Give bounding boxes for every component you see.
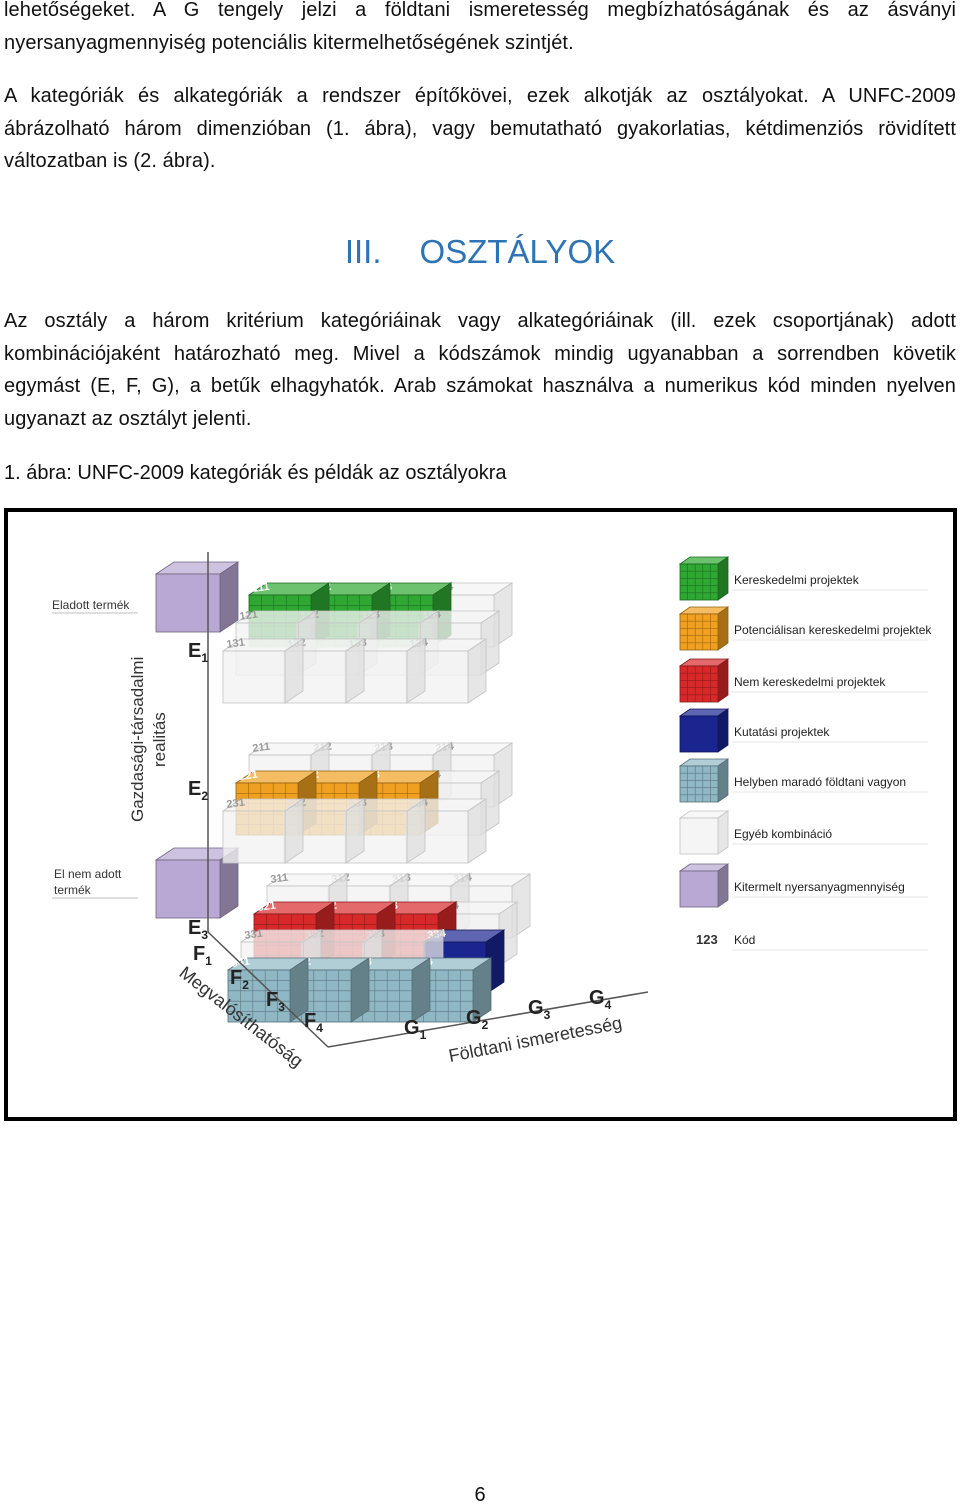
g-axis-line <box>327 991 649 1048</box>
legend-label: Kutatási projektek <box>734 725 830 739</box>
class-code-label: 211 <box>252 741 271 755</box>
legend-item-potential: Potenciálisan kereskedelmi projektek <box>678 606 932 651</box>
unsold-product-label-2: termék <box>54 883 92 897</box>
section-heading: III. OSZTÁLYOK <box>0 233 960 271</box>
cube-side-face <box>717 658 729 703</box>
legend-swatch-insitu <box>678 758 730 803</box>
class-cubes: 1141131121111241231221211341331321312142… <box>154 561 532 1023</box>
legend-label: Egyéb kombináció <box>734 827 832 841</box>
class-cube-131: 131 <box>221 637 305 704</box>
f-axis-label-4: F4 <box>304 1010 323 1035</box>
layer-e1: 114113112111124123122121134133132131 <box>221 580 514 704</box>
legend-item-extracted: Kitermelt nyersanyagmennyiség <box>678 863 928 908</box>
legend-swatch-commercial <box>678 556 730 601</box>
cube-side-face <box>717 606 729 651</box>
cube-front-face <box>155 573 221 633</box>
class-code-label: 331 <box>244 928 264 942</box>
legend-label: Potenciálisan kereskedelmi projektek <box>734 623 932 637</box>
layer-e2: 214213212211224223222221234233232231 <box>221 740 514 864</box>
intro-paragraph: lehetőségeket. A G tengely jelzi a földt… <box>4 0 956 54</box>
g-axis-label-4: G4 <box>589 987 612 1012</box>
cube-front-face <box>679 870 719 908</box>
class-code-label: 231 <box>226 797 246 811</box>
cube-side-face <box>717 708 729 753</box>
class-code-label: 121 <box>239 609 259 623</box>
legend-item-code: 123 Kód <box>696 932 928 951</box>
class-code-label: 311 <box>270 872 289 886</box>
cube-front-face <box>227 969 291 1023</box>
legend-item-other: Egyéb kombináció <box>678 810 928 855</box>
classes-paragraph: Az osztály a három kritérium kategóriáin… <box>4 310 956 430</box>
legend-swatch-extracted <box>678 863 730 908</box>
y-axis-label-2: realitás <box>150 712 169 767</box>
figure-caption: 1. ábra: UNFC-2009 kategóriák és példák … <box>4 462 507 484</box>
e-axis-label-1: E1 <box>188 640 208 665</box>
class-cube-231: 231 <box>221 797 305 864</box>
extracted-cube-sold <box>154 561 240 633</box>
cube-front-face <box>155 859 221 919</box>
cube-front-face <box>679 613 719 651</box>
cube-side-face <box>717 556 729 601</box>
f-axis-label-1: F1 <box>193 943 212 968</box>
legend-label: Nem kereskedelmi projektek <box>734 675 886 689</box>
unfc-cube-diagram: 1141131121111241231221211341331321312142… <box>52 552 932 1071</box>
y-axis-label-1: Gazdasági-társadalmi <box>128 657 147 822</box>
class-code-label: 111 <box>252 581 271 595</box>
extracted-cube-unsold <box>154 847 240 919</box>
e-axis-label-3: E3 <box>188 917 208 942</box>
unfc-figure: 1141131121111241231221211341331321312142… <box>4 508 957 1121</box>
cube-front-face <box>679 563 719 601</box>
cube-front-face <box>679 715 719 753</box>
legend-swatch-other <box>678 810 730 855</box>
cube-front-face <box>679 817 719 855</box>
unsold-product-label-1: El nem adott <box>54 867 122 881</box>
f-axis-line <box>207 931 329 1048</box>
legend-item-noncommercial: Nem kereskedelmi projektek <box>678 658 928 703</box>
cube-front-face <box>222 650 286 704</box>
g-axis-label-1: G1 <box>404 1017 427 1042</box>
legend-item-insitu: Helyben maradó földtani vagyon <box>678 758 928 803</box>
class-code-label: 131 <box>226 637 246 651</box>
cube-side-face <box>219 561 239 633</box>
legend-swatch-potential <box>678 606 730 651</box>
e-axis-label-2: E2 <box>188 778 208 803</box>
f-axis-label-3: F3 <box>266 989 285 1014</box>
section-number: III. <box>344 233 382 270</box>
legend-label: Kereskedelmi projektek <box>734 573 860 587</box>
legend-item-commercial: Kereskedelmi projektek <box>678 556 928 601</box>
g-axis-label-2: G2 <box>466 1007 489 1032</box>
f-axis-label-2: F2 <box>230 967 249 992</box>
layer-e3: 3143133123113243233223213343333323313443… <box>226 871 532 1023</box>
class-code-label: 321 <box>257 900 277 914</box>
g-axis-label-3: G3 <box>528 997 551 1022</box>
categories-paragraph: A kategóriák és alkategóriák a rendszer … <box>4 85 956 172</box>
cube-side-face <box>717 863 729 908</box>
legend-label: Kitermelt nyersanyagmennyiség <box>734 880 905 894</box>
cube-front-face <box>222 810 286 864</box>
legend-label: Helyben maradó földtani vagyon <box>734 775 906 789</box>
cube-side-face <box>717 758 729 803</box>
page-number: 6 <box>474 1484 486 1506</box>
sold-product-label: Eladott termék <box>52 598 130 612</box>
cube-front-face <box>679 665 719 703</box>
legend-code-sample: 123 <box>696 932 718 947</box>
legend-swatch-exploration <box>678 708 730 753</box>
legend-label: Kód <box>734 933 755 947</box>
cube-front-face <box>679 765 719 803</box>
legend-swatch-noncommercial <box>678 658 730 703</box>
cube-side-face <box>717 810 729 855</box>
class-code-label: 221 <box>239 769 259 783</box>
legend-item-exploration: Kutatási projektek <box>678 708 928 753</box>
section-title: OSZTÁLYOK <box>419 233 616 270</box>
